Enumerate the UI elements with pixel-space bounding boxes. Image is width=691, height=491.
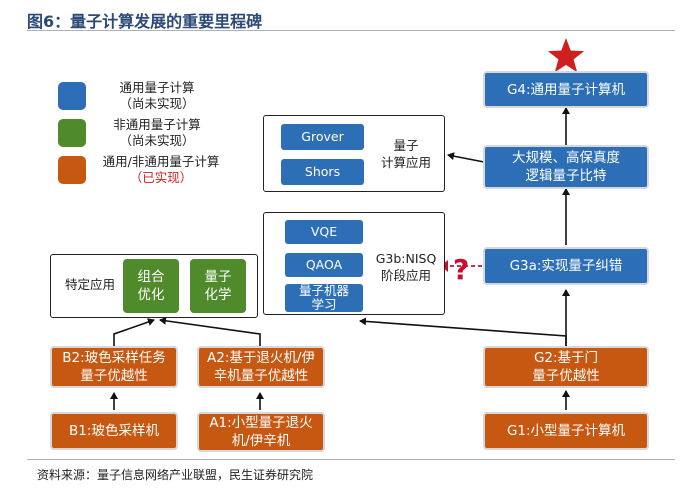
- a1-line1: A1:小型量子退火: [209, 415, 313, 431]
- g3-line1: 大规模、高保真度: [512, 150, 620, 166]
- g2-node: G2:基于门 量子优越性: [483, 346, 649, 388]
- a1-node: A1:小型量子退火 机/伊辛机: [197, 412, 325, 452]
- arrow-b2-specific: [113, 318, 155, 346]
- legend-non-universal-line1: 非通用量子计算: [113, 117, 201, 132]
- arrow-g3-app: [447, 152, 485, 163]
- legend-universal: 通用量子计算 （尚未实现）: [92, 80, 222, 112]
- legend-universal-line2: （尚未实现）: [119, 96, 195, 111]
- combinatorial-optimization-node: 组合 优化: [123, 259, 179, 313]
- title-divider: [27, 30, 675, 31]
- footer-divider: [27, 459, 675, 460]
- quantum-ml-line1: 量子机器: [298, 283, 349, 298]
- page-title: 图6：量子计算发展的重要里程碑: [27, 12, 263, 31]
- legend-swatch-universal: [58, 82, 86, 110]
- a1-line2: 机/伊辛机: [231, 433, 291, 449]
- arrow-a2-specific: [159, 316, 261, 346]
- opt-line1: 组合: [137, 269, 165, 285]
- a2-line2: 辛机量子优越性: [213, 368, 309, 384]
- quantum-app-label-line2: 计算应用: [380, 155, 431, 170]
- b1-node: B1:玻色采样机: [50, 412, 178, 450]
- arrow-g2-nisq: [359, 317, 567, 346]
- legend-achieved-line2: （已实现）: [129, 170, 193, 185]
- legend-non-universal-line2: （尚未实现）: [119, 133, 195, 148]
- chem-line2: 化学: [204, 287, 232, 303]
- a2-line1: A2:基于退火机/伊: [207, 350, 315, 366]
- g1-node: G1:小型量子计算机: [483, 412, 649, 450]
- g4-node: G4:通用量子计算机: [483, 71, 649, 108]
- opt-line2: 优化: [137, 287, 165, 303]
- shors-node: Shors: [281, 159, 364, 185]
- qaoa-node: QAOA: [285, 253, 363, 277]
- source-note: 资料来源：量子信息网络产业联盟，民生证券研究院: [37, 468, 314, 482]
- legend-achieved: 通用/非通用量子计算 （已实现）: [86, 154, 236, 186]
- b2-line1: B2:玻色采样任务: [62, 350, 166, 366]
- legend-non-universal: 非通用量子计算 （尚未实现）: [92, 117, 222, 149]
- g3-line2: 逻辑量子比特: [525, 168, 607, 184]
- legend-universal-line1: 通用量子计算: [119, 80, 195, 95]
- g3a-node: G3a:实现量子纠错: [483, 247, 649, 285]
- b2-line2: 量子优越性: [80, 368, 148, 384]
- question-mark: ?: [453, 253, 470, 286]
- quantum-chemistry-node: 量子 化学: [190, 259, 246, 313]
- g2-line1: G2:基于门: [533, 350, 599, 366]
- a2-node: A2:基于退火机/伊 辛机量子优越性: [197, 346, 325, 388]
- grover-node: Grover: [281, 124, 364, 150]
- legend-swatch-non-universal: [58, 119, 86, 147]
- g2-line2: 量子优越性: [532, 368, 600, 384]
- specific-app-label: 特定应用: [64, 277, 115, 292]
- legend-swatch-achieved: [58, 156, 86, 184]
- star-icon: [547, 38, 585, 73]
- vqe-node: VQE: [285, 220, 363, 244]
- quantum-ml-node: 量子机器 学习: [285, 284, 363, 312]
- chem-line1: 量子: [204, 269, 232, 285]
- legend-achieved-line1: 通用/非通用量子计算: [102, 154, 220, 169]
- nisq-label-line1: G3b:NISQ: [375, 251, 437, 266]
- g3-node: 大规模、高保真度 逻辑量子比特: [483, 145, 649, 189]
- b2-node: B2:玻色采样任务 量子优越性: [50, 346, 178, 388]
- quantum-app-label: 量子 计算应用: [368, 137, 444, 171]
- quantum-ml-line2: 学习: [311, 297, 337, 312]
- nisq-label: G3b:NISQ 阶段应用: [366, 250, 446, 284]
- quantum-app-label-line1: 量子: [393, 138, 419, 153]
- nisq-label-line2: 阶段应用: [380, 268, 431, 283]
